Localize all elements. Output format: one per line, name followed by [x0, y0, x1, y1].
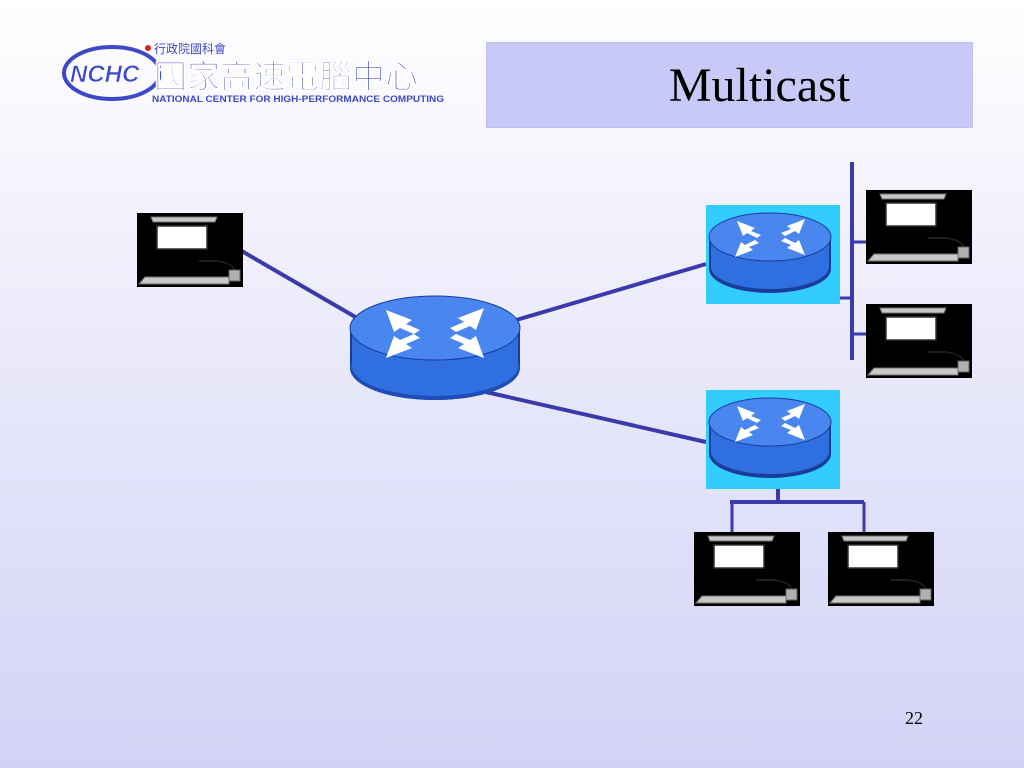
title-box: Multicast: [486, 42, 973, 128]
router-b-arrows-icon: [735, 404, 805, 442]
host-lan-b-2: [827, 531, 935, 607]
link-source-to-core: [238, 248, 366, 324]
router-core: [349, 295, 521, 400]
router-core-arrows-icon: [386, 308, 484, 358]
link-core-to-router-b: [485, 390, 707, 444]
page-number: 22: [905, 708, 923, 728]
router-a-arrows-icon: [735, 219, 805, 257]
host-source: [136, 212, 244, 288]
logo-parent-org: 行政院國科會: [154, 42, 226, 56]
link-core-to-router-a: [505, 262, 707, 325]
nchc-logo: NCHC 行政院國科會 國家高速電腦中心 NATIONAL CENTER FOR…: [62, 42, 444, 105]
logo-name-en: NATIONAL CENTER FOR HIGH-PERFORMANCE COM…: [152, 94, 444, 105]
logo-abbreviation: NCHC: [70, 61, 140, 88]
logo-swoosh: [62, 45, 162, 101]
router-b: [706, 390, 840, 489]
slide-title: Multicast: [668, 58, 851, 112]
host-lan-a-1: [865, 189, 973, 265]
logo-name-zh: 國家高速電腦中心: [154, 57, 418, 96]
router-a: [706, 205, 840, 304]
host-lan-b-1: [693, 531, 801, 607]
host-lan-a-2-receiver: [865, 303, 973, 379]
logo-dot: [145, 45, 151, 51]
